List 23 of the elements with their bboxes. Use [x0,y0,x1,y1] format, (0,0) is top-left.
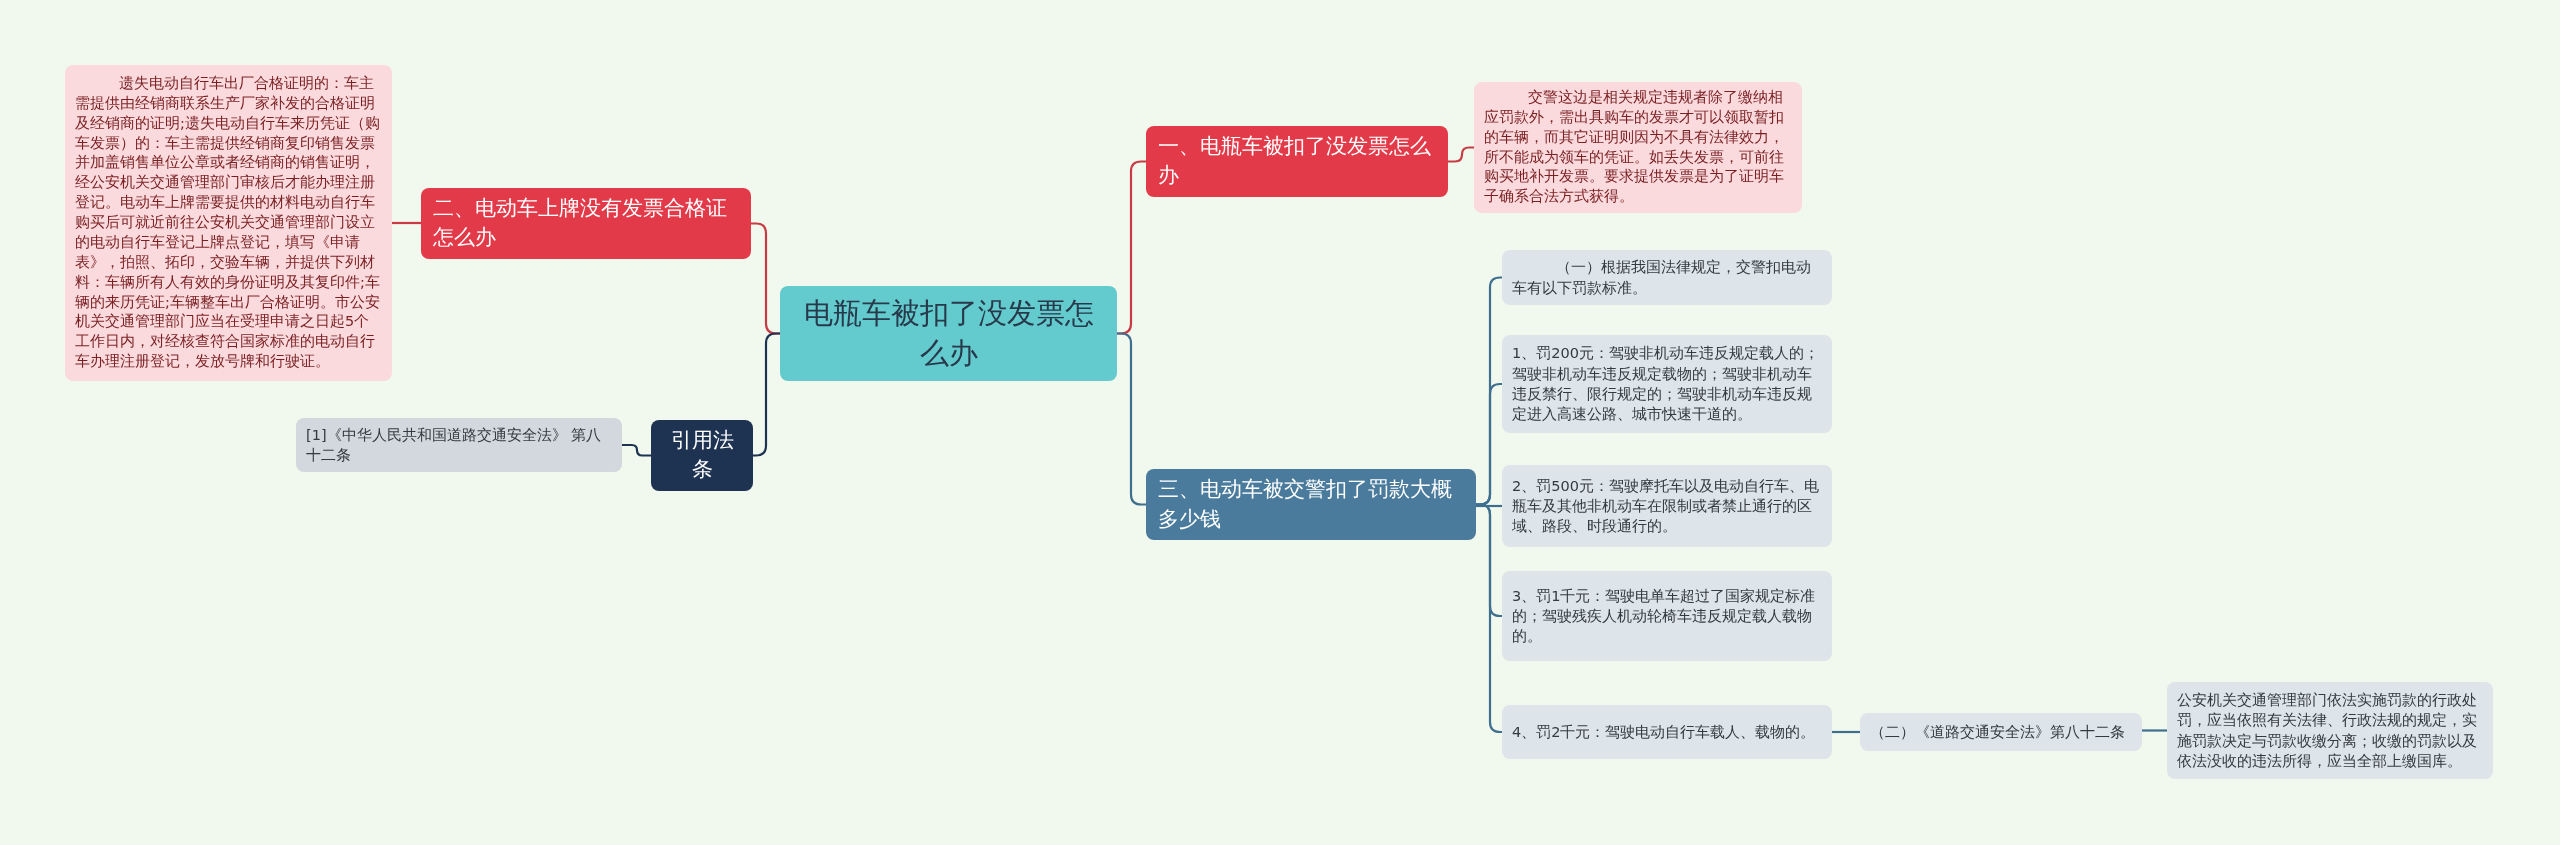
note-box: 遗失电动自行车出厂合格证明的：车主需提供由经销商联系生产厂家补发的合格证明及经销商的证明;遗失电动自行车来历凭证（购车发票）的：车主需提供经销商复印销售发票并加盖销售单位公章或者经销商的销售证明，经公安机关交通管理部门审核后才能办理注册登记。电动车上牌需要提供的材料电动自行车购买后可就近前往公安机关交通管理部门设立的电动自行车登记上牌点登记，填写《申请表》，拍照、拓印，交验车辆，并提供下列材料：车辆所有人有效的身份证明及其复印件;车辆的来历凭证;车辆整车出厂合格证明。市公安机关交通管理部门应当在受理申请之日起5个工作日内，对经核查符合国家标准的电动自行车办理注册登记，发放号牌和行驶证。 [65,65,392,381]
topic-box: 二、电动车上牌没有发票合格证怎么办 [421,188,751,259]
connector-line [392,221,421,225]
connector-line [1476,504,1502,508]
detail-box: 4、罚2千元：驾驶电动自行车载人、载物的。 [1502,705,1832,759]
detail-box: 1、罚200元：驾驶非机动车违反规定载人的；驾驶非机动车违反规定载物的；驾驶非机动车违反禁行、限行规定的；驾驶非机动车违反规定进入高速公路、城市快速干道的。 [1502,335,1832,433]
detail-box: （一）根据我国法律规定，交警扣电动车有以下罚款标准。 [1502,250,1832,305]
connector-line [2142,729,2167,732]
topic-box: 三、电动车被交警扣了罚款大概多少钱 [1146,469,1476,540]
connector-line [753,332,780,457]
connector-line [1448,146,1474,163]
detail-box: [1]《中华人民共和国道路交通安全法》 第八十二条 [296,418,622,472]
connector-line [1832,730,1860,734]
note-box: 交警这边是相关规定违规者除了缴纳相应罚款外，需出具购车的发票才可以领取暂扣的车辆，而其它证明则因为不具有法律效力，所不能成为领车的凭证。如丢失发票，可前往购买地补开发票。要求提供发票是为了证明车子确系合法方式获得。 [1474,82,1802,214]
detail-box: （二）《道路交通安全法》第八十二条 [1860,713,2142,751]
detail-box: 2、罚500元：驾驶摩托车以及电动自行车、电瓶车及其他非机动车在限制或者禁止通行的区域、路段、时段通行的。 [1502,465,1832,547]
detail-box: 公安机关交通管理部门依法实施罚款的行政处罚，应当依照有关法律、行政法规的规定，实施罚款决定与罚款收缴分离；收缴的罚款以及依法没收的违法所得，应当全部上缴国库。 [2167,682,2493,779]
topic-box: 引用法条 [651,420,753,491]
detail-box: 3、罚1千元：驾驶电单车超过了国家规定标准的；驾驶残疾人机动轮椅车违反规定载人载物的。 [1502,571,1832,661]
central-topic-box: 电瓶车被扣了没发票怎么办 [780,286,1117,381]
connector-line [1476,503,1502,734]
connector-line [622,443,651,457]
topic-box: 一、电瓶车被扣了没发票怎么办 [1146,126,1448,197]
